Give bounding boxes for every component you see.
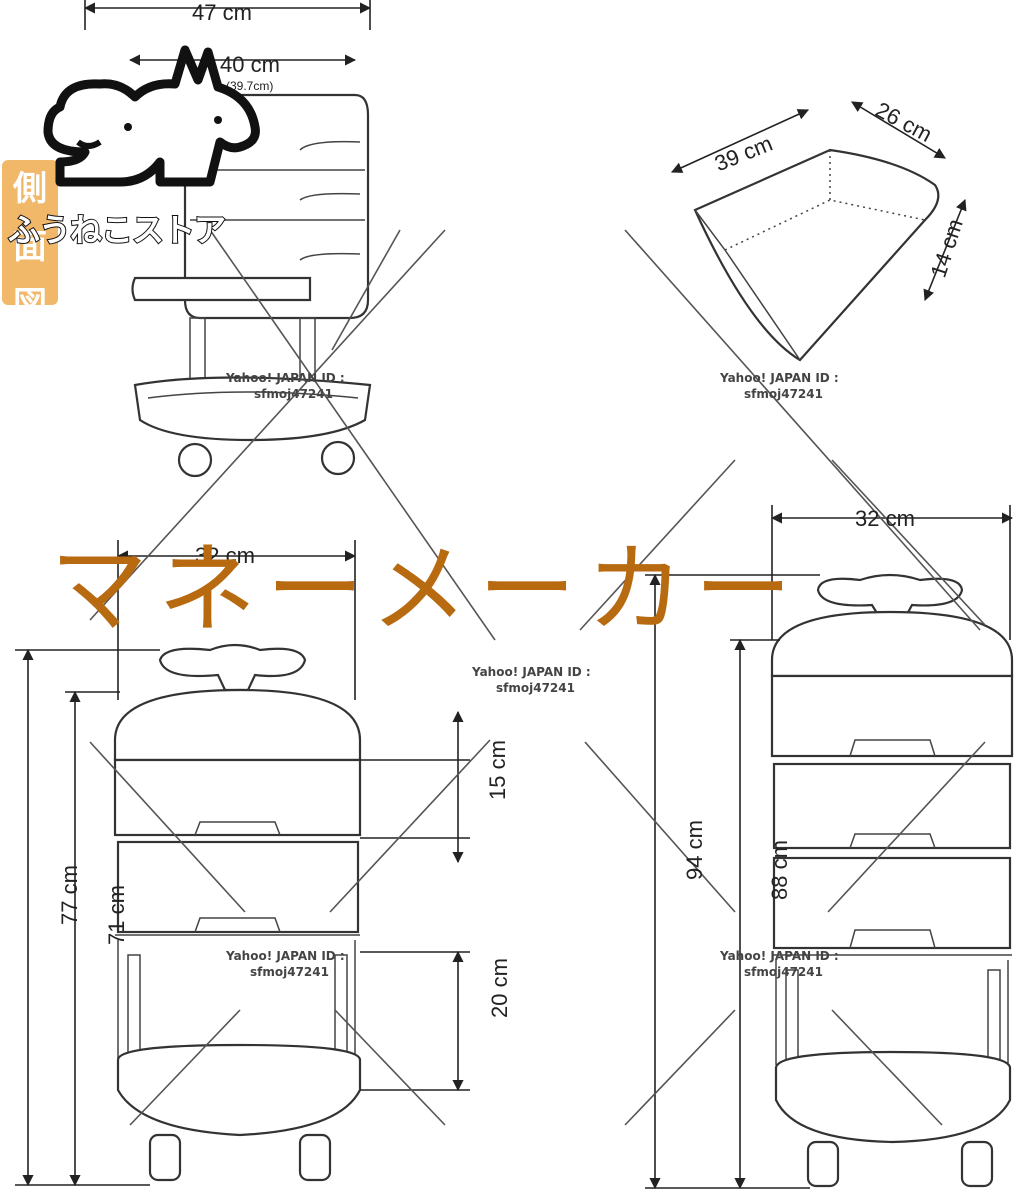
basket-length-label: 39 cm (711, 131, 776, 177)
watermark-user-4: sfmoj47241 (250, 965, 329, 979)
watermark-id-5: Yahoo! JAPAN ID : (719, 949, 839, 963)
watermark-id-4: Yahoo! JAPAN ID : (225, 949, 345, 963)
side-badge-char-3: 図 (13, 285, 47, 325)
watermark-id-3: Yahoo! JAPAN ID : (471, 665, 591, 679)
side-total-width-label: 47 cm (192, 0, 252, 25)
front-view-cart (15, 540, 470, 1187)
watermark-user-1: sfmoj47241 (254, 387, 333, 401)
maker-watermark-text: マネーメーカー (50, 533, 803, 647)
side-inner-width-note: (39.7cm) (226, 79, 273, 93)
watermark-user-2: sfmoj47241 (744, 387, 823, 401)
front-body-height-label: 71 cm (104, 885, 129, 945)
watermark-id-2: Yahoo! JAPAN ID : (719, 371, 839, 385)
store-name: ふうねこストア (7, 210, 227, 250)
side-view-badge: 側 面 図 (2, 160, 58, 325)
tall-total-height-label: 94 cm (682, 820, 707, 880)
watermark-crosses (89, 229, 986, 1126)
bottom-space-label: 20 cm (487, 958, 512, 1018)
side-badge-char-1: 側 (13, 169, 47, 209)
tall-view-cart (645, 505, 1014, 1190)
watermark-id-1: Yahoo! JAPAN ID : (225, 371, 345, 385)
watermark-text: Yahoo! JAPAN ID : sfmoj47241 Yahoo! JAPA… (225, 371, 839, 979)
front-total-height-label: 77 cm (57, 865, 82, 925)
drawer-height-label: 15 cm (485, 740, 510, 800)
front-width-label: 32 cm (195, 543, 255, 568)
basket-height-label: 14 cm (926, 216, 968, 281)
watermark-user-5: sfmoj47241 (744, 965, 823, 979)
basket-diagram (670, 101, 967, 362)
side-badge-char-2: 面 (13, 227, 47, 267)
basket-width-label: 26 cm (872, 97, 937, 147)
tall-body-height-label: 88 cm (767, 840, 792, 900)
side-inner-width-label: 40 cm (220, 52, 280, 77)
cat-and-dog-logo-icon (43, 45, 260, 187)
tall-width-label: 32 cm (855, 506, 915, 531)
watermark-user-3: sfmoj47241 (496, 681, 575, 695)
